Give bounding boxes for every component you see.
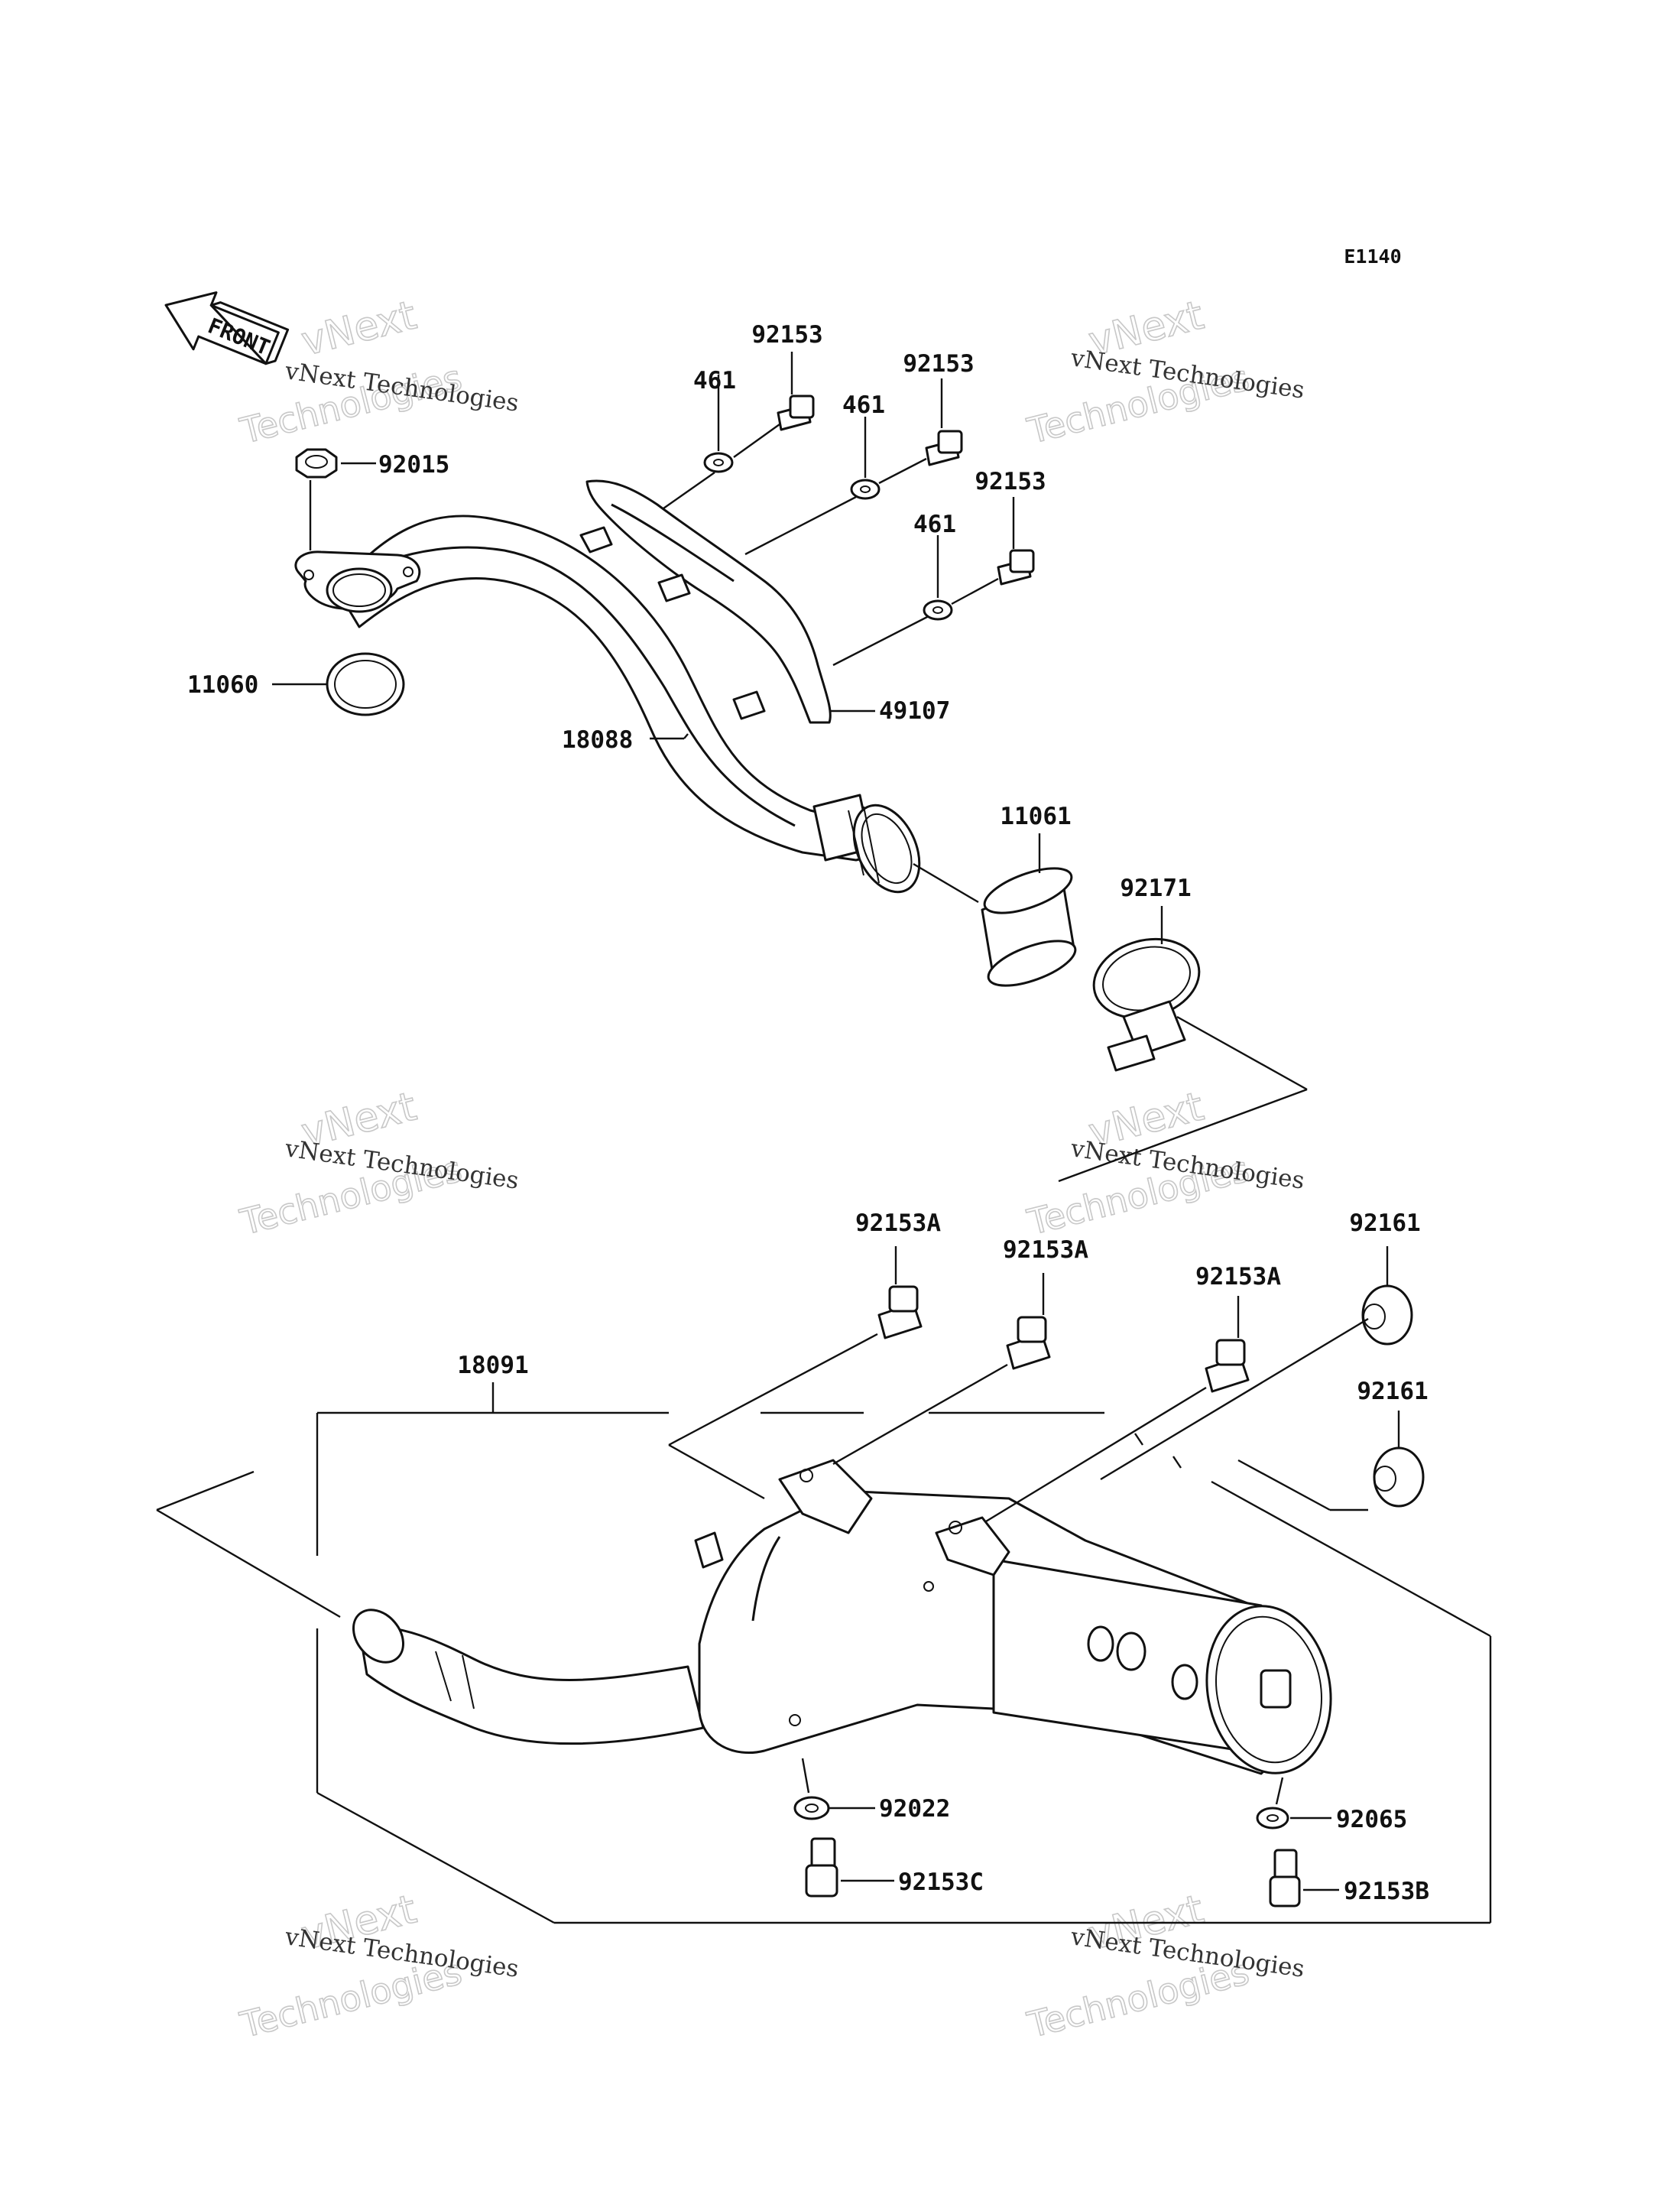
bolt-92153A-b	[1006, 1316, 1051, 1370]
callout-92153C: 92153C	[898, 1868, 984, 1896]
callout-11061: 11061	[1000, 803, 1071, 830]
callout-92153A-a: 92153A	[855, 1209, 941, 1237]
callout-461-c: 461	[913, 511, 956, 538]
bolt-92153-a	[777, 394, 815, 431]
grommet-92161-a	[1361, 1284, 1413, 1346]
callout-92161-b: 92161	[1357, 1378, 1428, 1405]
front-arrow-icon: FRONT	[164, 291, 290, 365]
callout-92171: 92171	[1120, 875, 1191, 902]
bolt-92153A-a	[877, 1285, 923, 1339]
callout-92015: 92015	[378, 451, 449, 479]
bolt-92153-c	[997, 549, 1035, 586]
clamp-92171	[1092, 937, 1201, 1072]
washer-461-a	[703, 452, 734, 473]
callout-92065: 92065	[1336, 1806, 1407, 1833]
washer-461-c	[923, 599, 953, 621]
callout-461-a: 461	[693, 367, 736, 394]
callout-18088: 18088	[562, 726, 633, 754]
washer-92022	[793, 1796, 830, 1820]
callout-labels: 92153 92153 92153 461 461 461 92015 1106…	[187, 321, 1429, 1905]
callout-18091: 18091	[457, 1352, 528, 1379]
callout-92153A-c: 92153A	[1195, 1263, 1281, 1291]
callout-92022: 92022	[879, 1795, 950, 1823]
gasket-sleeve-11061	[981, 867, 1077, 987]
callout-11060: 11060	[187, 671, 258, 699]
exhaust-pipe-18088	[294, 515, 921, 894]
heat-guard-49107	[579, 479, 832, 724]
callout-92153-a: 92153	[751, 321, 822, 349]
washer-92065	[1256, 1807, 1289, 1830]
bolt-92153C	[805, 1837, 838, 1898]
diagram-code: E1140	[1344, 245, 1401, 268]
nut-92015	[295, 448, 338, 479]
callout-92153B: 92153B	[1344, 1878, 1429, 1905]
callout-92153A-b: 92153A	[1003, 1236, 1088, 1264]
washer-461-b	[850, 479, 881, 500]
bolt-92153-b	[925, 430, 963, 466]
svg-text:vNext: vNext	[297, 293, 421, 365]
callout-49107: 49107	[879, 697, 950, 725]
callout-461-b: 461	[842, 391, 885, 419]
bolt-92153A-c	[1205, 1339, 1250, 1393]
callout-92161-a: 92161	[1349, 1209, 1420, 1237]
grommet-92161-b	[1373, 1446, 1425, 1508]
muffler-18091	[352, 1459, 1332, 1775]
bolt-92153B	[1269, 1849, 1301, 1907]
callout-92153-c: 92153	[975, 468, 1046, 495]
gasket-11060	[326, 652, 405, 716]
callout-92153-b: 92153	[903, 350, 974, 378]
